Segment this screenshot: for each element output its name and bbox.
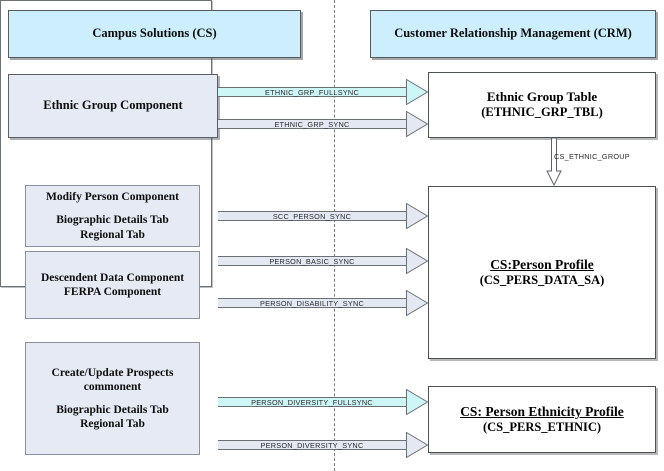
target-node-subtitle: (ETHNIC_GRP_TBL) — [481, 105, 603, 120]
header-crm-label: Customer Relationship Management (CRM) — [394, 26, 632, 41]
arrow-shaft — [218, 440, 406, 450]
internal-link-arrow-cs-ethnic-group[interactable] — [546, 137, 562, 187]
arrow-shaft — [218, 397, 406, 407]
system-divider-dashed-line — [334, 0, 335, 471]
message-arrow-label: PERSON_BASIC_SYNC — [269, 256, 355, 266]
message-arrow-label: ETHNIC_GRP_SYNC — [274, 119, 350, 129]
internal-link-label: CS_ETHNIC_GROUP — [554, 152, 630, 161]
message-arrow-person-diversity-sync[interactable]: PERSON_DIVERSITY_SYNC — [218, 432, 428, 458]
source-node-line-5: Regional Tab — [80, 418, 145, 431]
header-campus-solutions: Campus Solutions (CS) — [8, 10, 301, 58]
arrow-shaft — [218, 119, 406, 129]
arrow-shaft — [218, 211, 406, 221]
source-node-line-1: Modify Person Component — [46, 191, 179, 204]
target-node-cs-person-ethnicity-profile[interactable]: CS: Person Ethnicity Profile (CS_PERS_ET… — [428, 386, 656, 453]
message-arrow-person-basic-sync[interactable]: PERSON_BASIC_SYNC — [218, 248, 428, 274]
message-arrow-label: PERSON_DISABILITY_SYNC — [259, 298, 365, 308]
arrow-shaft — [218, 298, 406, 308]
arrow-head-icon — [406, 79, 428, 105]
message-arrow-label: ETHNIC_GRP_FULLSYNC — [265, 87, 359, 97]
message-arrow-person-disability-sync[interactable]: PERSON_DISABILITY_SYNC — [218, 290, 428, 316]
target-node-title: Ethnic Group Table — [486, 89, 598, 105]
source-node-modify-person-component[interactable]: Modify Person Component Biographic Detai… — [25, 185, 200, 247]
source-node-ethnic-group-component[interactable]: Ethnic Group Component — [8, 74, 218, 138]
message-arrow-scc-person-sync[interactable]: SCC_PERSON_SYNC — [218, 203, 428, 229]
target-node-subtitle: (CS_PERS_DATA_SA) — [479, 273, 605, 288]
source-node-line-4: Regional Tab — [80, 228, 145, 241]
target-node-title: CS: Person Ethnicity Profile — [460, 403, 624, 419]
target-node-title: CS:Person Profile — [490, 256, 594, 272]
arrow-head-icon — [406, 248, 428, 274]
arrow-shaft — [218, 87, 406, 97]
message-arrow-person-diversity-fullsync[interactable]: PERSON_DIVERSITY_FULLSYNC — [218, 389, 428, 415]
arrow-head-icon — [406, 432, 428, 458]
message-arrow-ethnic-grp-fullsync[interactable]: ETHNIC_GRP_FULLSYNC — [218, 79, 428, 105]
arrow-head-icon — [406, 389, 428, 415]
source-node-create-update-prospects-component[interactable]: Create/Update Prospects commonent Biogra… — [25, 342, 200, 455]
source-node-line-4: Biographic Details Tab — [56, 404, 169, 416]
source-node-line-3: Biographic Details Tab — [56, 214, 169, 227]
source-node-label: Ethnic Group Component — [43, 98, 183, 113]
target-node-ethnic-group-table[interactable]: Ethnic Group Table (ETHNIC_GRP_TBL) — [428, 72, 656, 138]
arrow-shaft — [218, 256, 406, 266]
arrow-head-icon — [406, 203, 428, 229]
header-campus-solutions-label: Campus Solutions (CS) — [92, 26, 217, 41]
arrow-head-icon — [406, 290, 428, 316]
source-node-descendent-data-component[interactable]: Descendent Data Component FERPA Componen… — [25, 251, 200, 319]
message-arrow-label: PERSON_DIVERSITY_SYNC — [260, 440, 364, 450]
source-node-line-2: commonent — [83, 380, 142, 393]
source-node-line-1: Descendent Data Component — [40, 271, 185, 284]
arrow-head-icon — [406, 111, 428, 137]
header-crm: Customer Relationship Management (CRM) — [370, 10, 656, 58]
target-node-subtitle: (CS_PERS_ETHNIC) — [482, 420, 602, 435]
target-node-cs-person-profile[interactable]: CS:Person Profile (CS_PERS_DATA_SA) — [428, 186, 656, 359]
message-arrow-ethnic-grp-sync[interactable]: ETHNIC_GRP_SYNC — [218, 111, 428, 137]
source-node-line-1: Create/Update Prospects — [51, 366, 174, 379]
source-node-line-2: FERPA Component — [63, 286, 162, 298]
message-arrow-label: PERSON_DIVERSITY_FULLSYNC — [251, 397, 373, 407]
message-arrow-label: SCC_PERSON_SYNC — [272, 211, 352, 221]
